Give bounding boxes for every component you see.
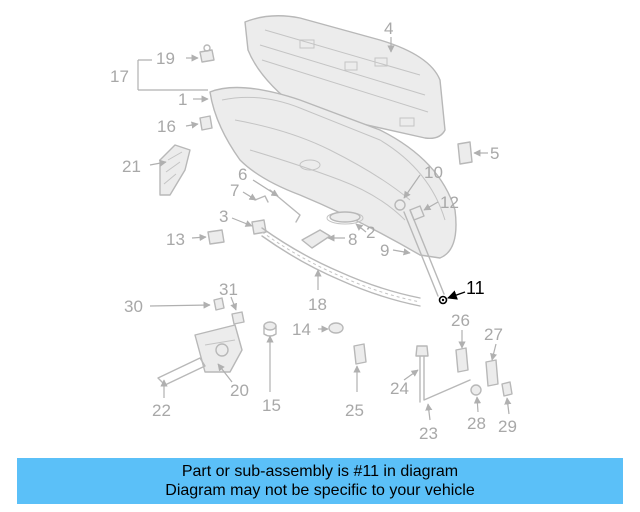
label-7: 7 [230,181,239,200]
part-catch-22 [157,357,206,386]
label-29: 29 [498,417,517,436]
label-17: 17 [110,67,129,86]
part-stud-24 [415,345,429,357]
label-25: 25 [345,401,364,420]
label-6: 6 [238,165,247,184]
label-11: 11 [466,278,485,298]
parts-diagram: 4 19 17 1 16 21 5 6 10 7 12 3 2 13 8 9 1… [110,15,517,443]
callout-labels: 4 19 17 1 16 21 5 6 10 7 12 3 2 13 8 9 1… [110,19,517,443]
part-bolt-7 [254,195,269,203]
banner-line-part: Part or sub-assembly is #11 in diagram [181,463,459,480]
label-10: 10 [424,163,443,182]
label-24: 24 [390,379,409,398]
label-1: 1 [178,90,187,109]
part-bracket-27 [485,359,499,387]
part-seal-18 [261,227,421,307]
part-bumper-16 [199,115,213,131]
label-13: 13 [166,230,185,249]
label-28: 28 [467,414,486,433]
part-handle-26 [455,347,469,373]
part-hardware-6 [269,189,301,223]
part-bolt-30 [213,297,225,311]
part-release-rod-23 [419,355,471,403]
part-hinge-21 [159,144,191,196]
part-clip-25 [353,343,367,365]
part-bracket-8 [301,229,331,249]
part-hood-panel [209,86,457,259]
label-2: 2 [366,223,375,242]
part-nut-31 [231,311,245,325]
label-23: 23 [419,424,438,443]
part-pad-2 [329,211,361,223]
label-9: 9 [380,241,389,260]
part-clip-19 [199,44,215,63]
banner-line-disclaimer: Diagram may not be specific to your vehi… [165,482,475,499]
label-15: 15 [262,396,281,415]
part-bracket-5 [457,141,473,165]
part-bracket-3 [251,219,267,235]
label-22: 22 [152,401,171,420]
label-8: 8 [348,230,357,249]
part-hood-insulator [244,15,446,140]
part-clip-13 [207,229,225,245]
label-20: 20 [230,381,249,400]
label-21: 21 [122,157,141,176]
part-latch-20 [194,324,243,373]
label-12: 12 [440,193,459,212]
label-5: 5 [490,144,499,163]
label-18: 18 [308,295,327,314]
label-4: 4 [384,19,393,38]
part-bolt-28 [470,384,482,396]
info-banner: Part or sub-assembly is #11 in diagram D… [17,458,623,504]
label-16: 16 [157,117,176,136]
label-3: 3 [219,207,228,226]
label-14: 14 [292,320,311,339]
label-30: 30 [124,297,143,316]
part-bolt-29 [501,381,513,397]
label-26: 26 [451,311,470,330]
label-19: 19 [156,49,175,68]
label-31: 31 [219,280,238,299]
part-support-rod-9 [403,209,445,297]
part-11-highlighted [438,295,448,305]
part-stud-10 [394,199,406,211]
part-bumper-15 [263,321,277,337]
leader-lines [137,37,512,421]
label-27: 27 [484,325,503,344]
part-bumper-14 [328,322,344,334]
